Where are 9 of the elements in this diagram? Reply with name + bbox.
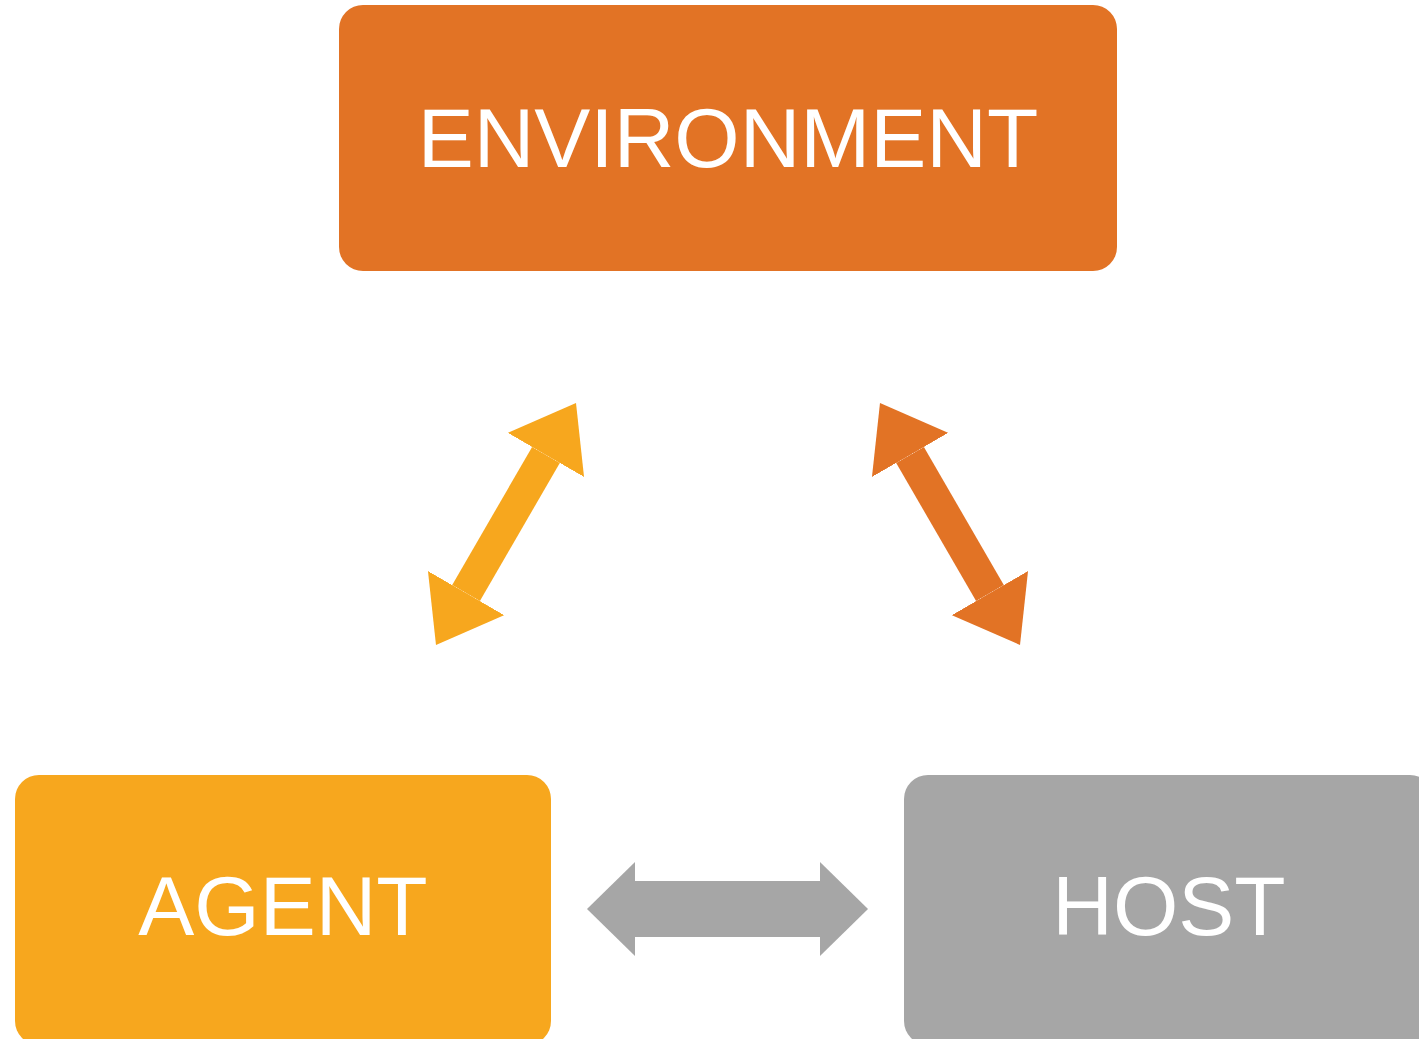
rounded-box: [339, 5, 1117, 271]
rounded-box: [15, 775, 551, 1039]
double-arrow: [871, 403, 1029, 645]
double-arrow: [587, 862, 868, 956]
rounded-box: [904, 775, 1419, 1039]
box-label: HOST: [1052, 864, 1286, 948]
double-arrow: [427, 403, 585, 645]
box-label: AGENT: [138, 864, 428, 948]
box-label: ENVIRONMENT: [417, 96, 1039, 180]
